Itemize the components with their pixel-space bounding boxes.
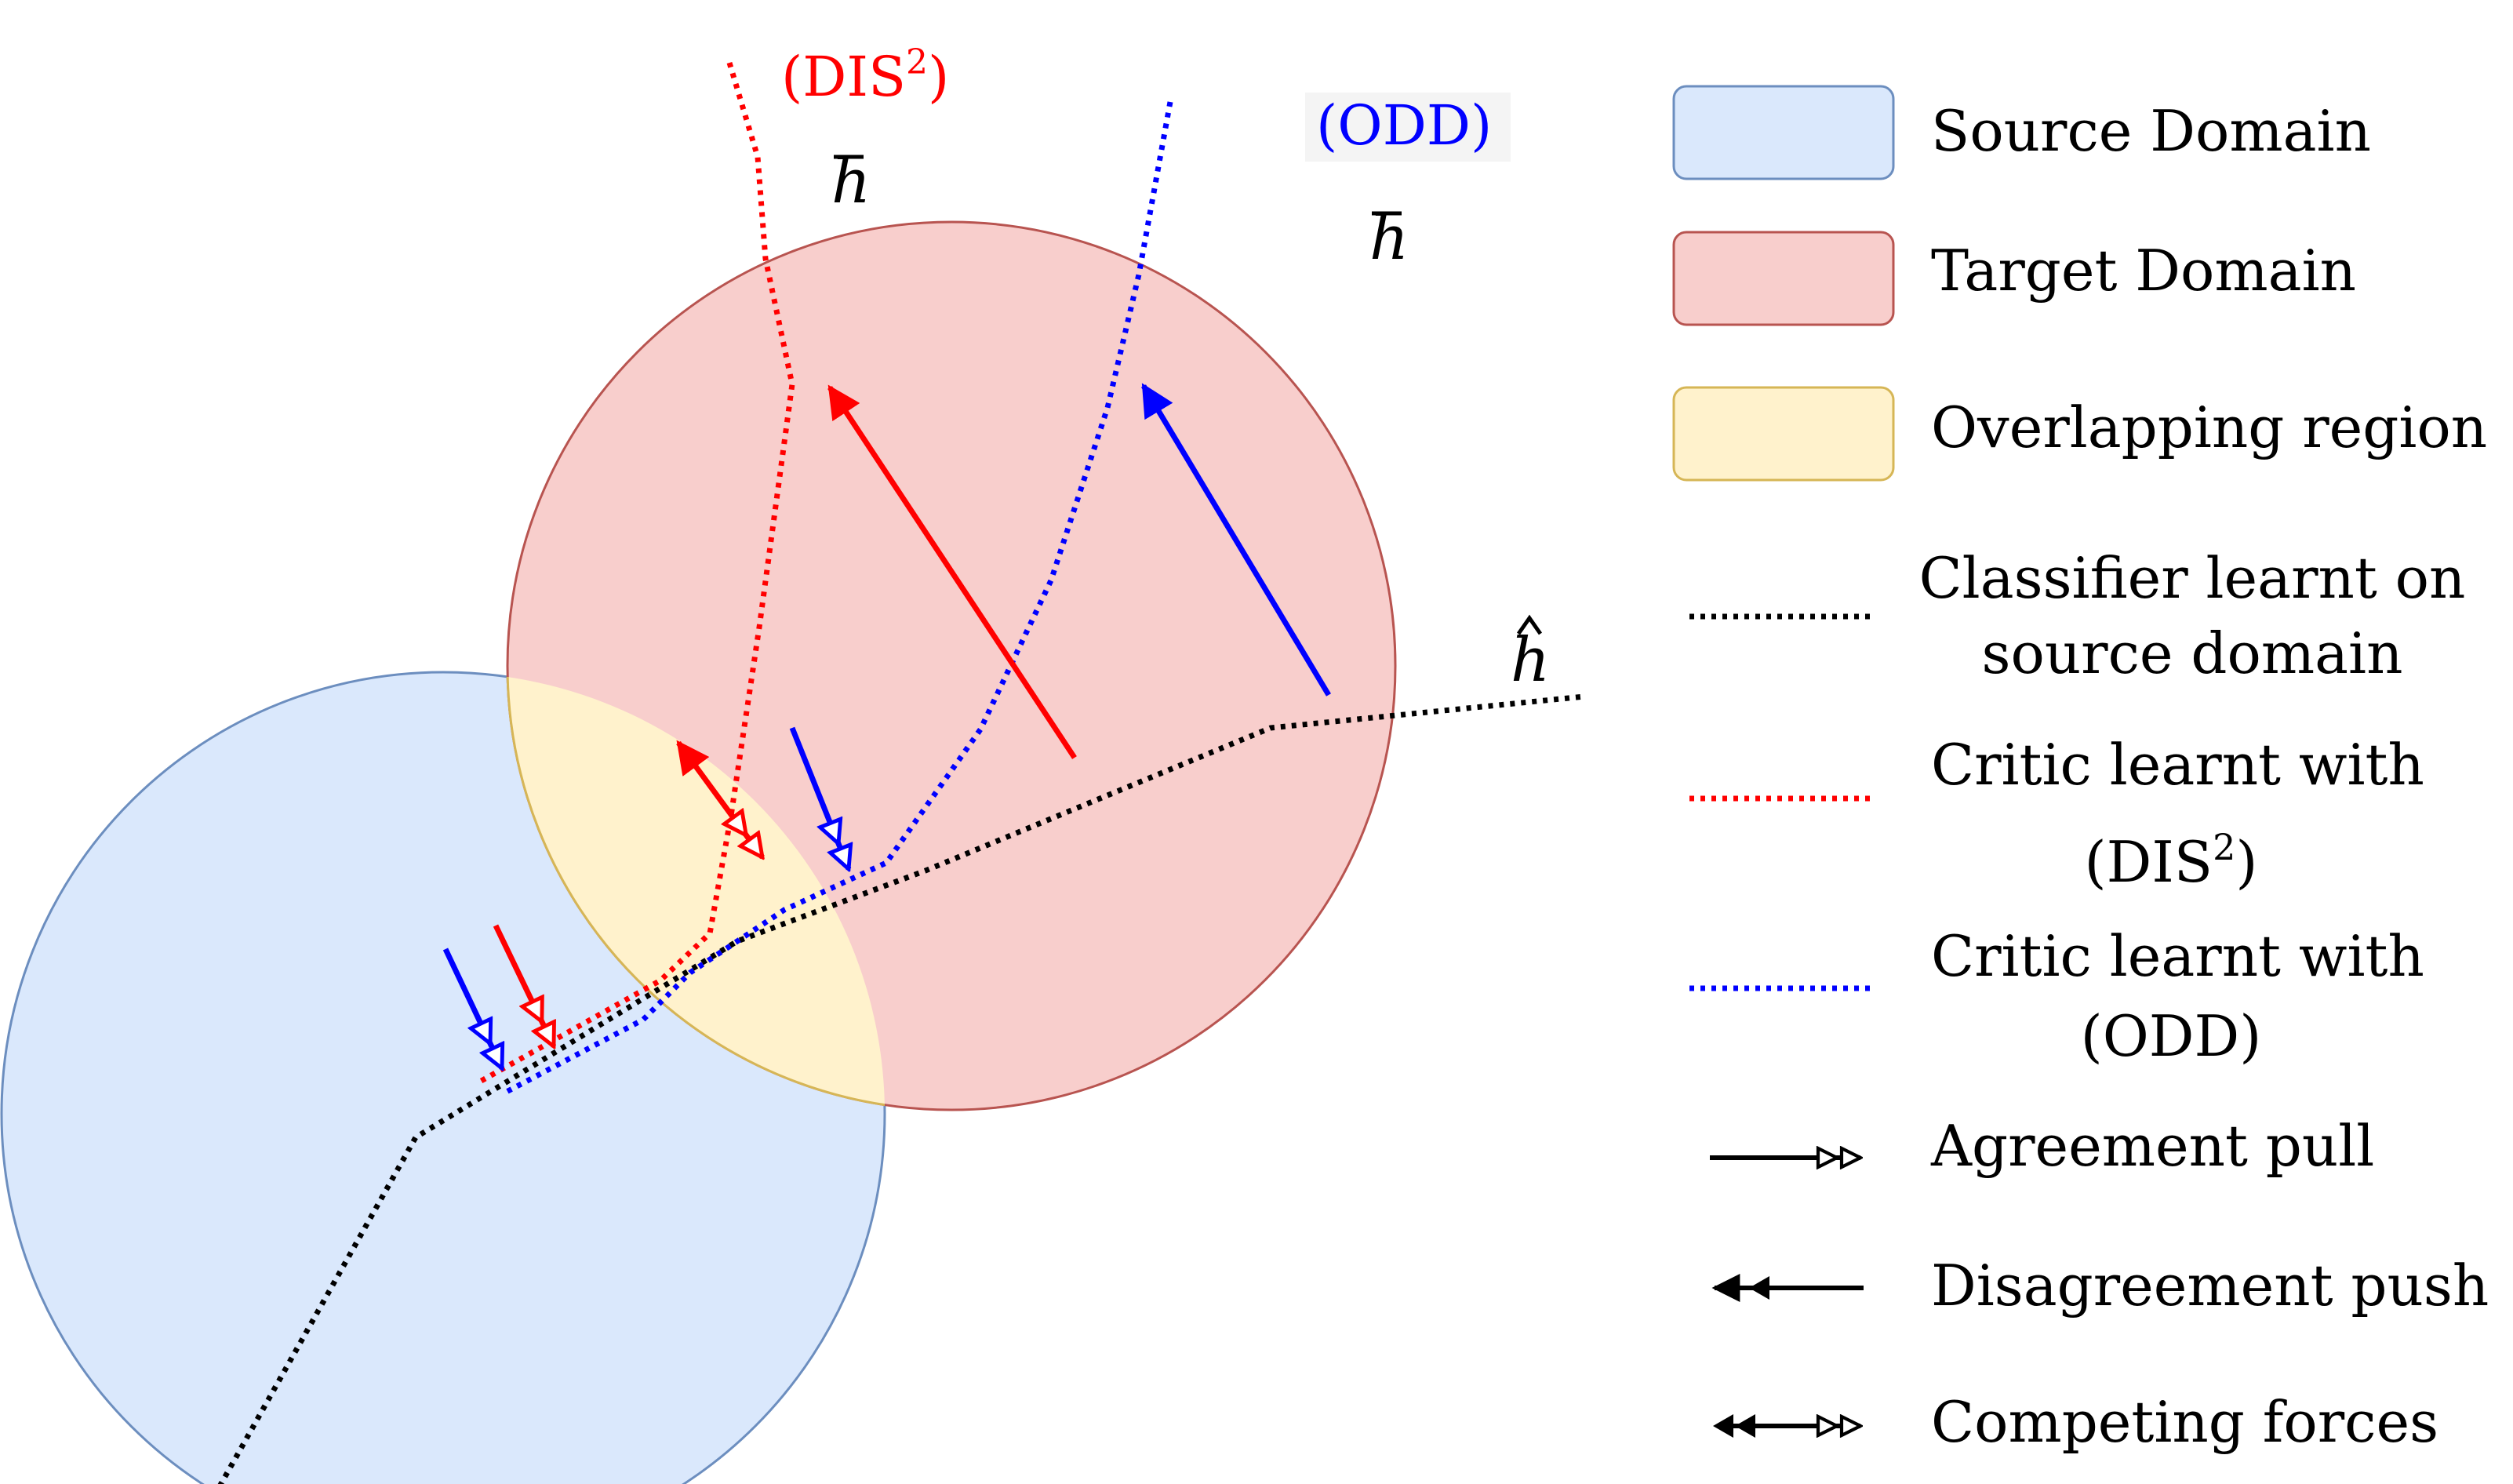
red-disagreement-push-arrow [827, 384, 1077, 759]
legend-critic-dis2-label-2: (DIS2) [2085, 826, 2258, 895]
legend-overlap-label: Overlapping region [1931, 395, 2487, 460]
blue-agreement-pull-arrow-source [442, 948, 502, 1068]
legend: Source Domain Target Domain Overlapping … [1672, 85, 2489, 1455]
odd-annotation: (ODD) [1316, 93, 1492, 158]
hhat-label: h [1511, 625, 1550, 696]
legend-classifier-label-1: Classifier learnt on [1919, 545, 2466, 611]
legend-target-label: Target Domain [1931, 238, 2356, 304]
legend-competing-label: Competing forces [1931, 1389, 2438, 1455]
legend-classifier-label-2: source domain [1982, 620, 2403, 686]
overlapping-region [506, 672, 885, 1111]
blue-disagreement-push-arrow [1140, 383, 1332, 697]
critic-dis2-line [477, 61, 795, 1086]
legend-disagreement-label: Disagreement push [1931, 1253, 2489, 1319]
legend-source-swatch [1672, 85, 1895, 180]
legend-disagreement-extra-head [1749, 1276, 1769, 1300]
legend-source-label: Source Domain [1931, 98, 2371, 164]
classifier-line [217, 693, 1585, 1484]
legend-critic-dis2-label-1: Critic learnt with [1931, 732, 2424, 798]
legend-target-swatch [1672, 231, 1895, 326]
red-competing-forces-arrow [676, 743, 762, 857]
legend-critic-odd-label-1: Critic learnt with [1931, 923, 2424, 989]
legend-overlap-swatch [1672, 386, 1895, 482]
blue-agreement-pull-arrow-overlap [789, 726, 849, 869]
dis2-annotation: (DIS2) [781, 42, 949, 109]
odd-annotation-bg [1305, 93, 1511, 162]
critic-odd-line [500, 101, 1173, 1097]
red-agreement-pull-arrow-source [493, 924, 557, 1046]
legend-agreement-label: Agreement pull [1930, 1113, 2374, 1179]
legend-competing-left-heads [1713, 1414, 1755, 1438]
hhat-caret [1516, 614, 1543, 635]
legend-critic-odd-label-2: (ODD) [2081, 1003, 2262, 1069]
